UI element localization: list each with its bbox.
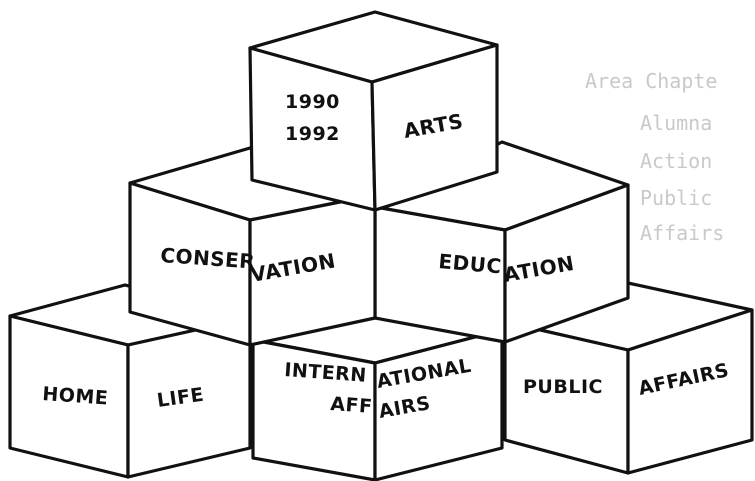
bleed-line-3: Action: [640, 149, 712, 173]
block-education-right-face: [503, 183, 630, 344]
bleed-line-1: Area Chapte: [585, 69, 717, 93]
block-international-affairs: INTERN AFF ATIONAL AIRS: [251, 306, 504, 481]
block-education: EDUC ATION: [373, 140, 630, 344]
block-international-affairs-right-face: [373, 328, 504, 481]
year-start-label: 1990: [285, 91, 340, 113]
international-left-line-2: AFF: [330, 393, 374, 418]
block-public-affairs-right-face: [626, 308, 754, 475]
block-conservation: CONSER VATION: [128, 146, 377, 347]
year-end-label: 1992: [285, 123, 340, 145]
block-public-affairs: PUBLIC AFFAIRS: [503, 281, 754, 475]
block-arts-right-face: [370, 43, 499, 212]
education-left-label: EDUC: [438, 249, 503, 278]
bleed-line-2: Alumna: [640, 111, 712, 135]
bleed-through-text: Area Chapte Alumna Action Public Affairs: [585, 69, 724, 245]
bleed-line-4: Public: [640, 186, 712, 210]
bleed-line-5: Affairs: [640, 221, 724, 245]
block-arts: 1990 1992 ARTS: [248, 10, 499, 212]
block-conservation-right-face: [248, 193, 377, 347]
public-label: PUBLIC: [523, 376, 603, 398]
home-label: HOME: [42, 383, 109, 410]
